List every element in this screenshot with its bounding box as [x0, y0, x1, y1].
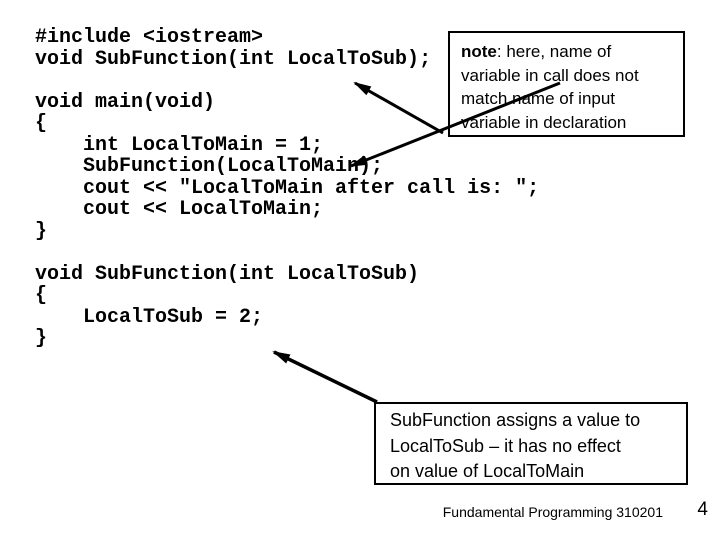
arrow-to-assignment-icon [272, 350, 378, 404]
footer-course-label: Fundamental Programming 310201 [442, 504, 663, 520]
note-line-4: variable in declaration [461, 112, 627, 132]
note-line-2: variable in call does not [461, 65, 639, 85]
comment-line-2: LocalToSub – it has no effect [390, 435, 621, 456]
code-listing: #include <iostream> void SubFunction(int… [35, 26, 540, 350]
note-line-1: note: here, name of [461, 40, 677, 64]
note-line-3: match name of input [461, 89, 616, 108]
note-line-1-rest: : here, name of [496, 42, 612, 61]
comment-line-3: on value of LocalToMain [390, 461, 585, 481]
note-bold-word: note [461, 42, 497, 61]
comment-line-1: SubFunction assigns a value to [390, 410, 641, 430]
note-callout-box: note: here, name of variable in call doe… [448, 31, 685, 137]
page-number: 4 [697, 499, 708, 520]
comment-callout-box: SubFunction assigns a value to LocalToSu… [374, 402, 688, 485]
